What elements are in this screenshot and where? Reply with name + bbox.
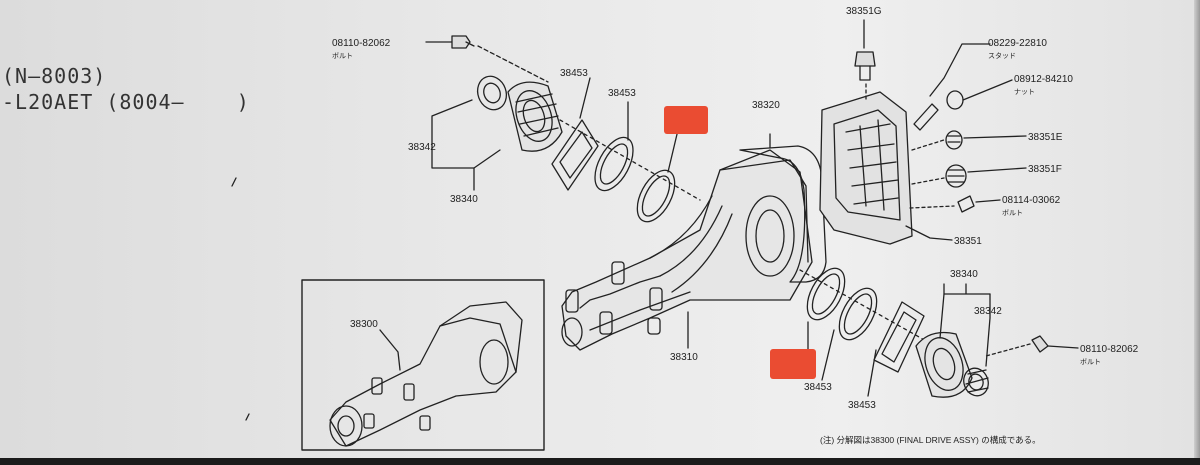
label-08912-84210: 08912-84210 (1014, 74, 1073, 85)
shim-right-1-inner (843, 293, 873, 335)
label-08229-22810: 08229-22810 (988, 38, 1047, 49)
label-08114-sub: ボルト (1002, 209, 1023, 217)
redaction-mark-lower (770, 349, 816, 379)
oil-seal-right-icon (963, 367, 989, 397)
footnote: (注) 分解図は38300 (FINAL DRIVE ASSY) の構成である。 (820, 435, 1041, 445)
shim-left-2-inner (599, 143, 629, 185)
o-ring-left-icon (636, 169, 676, 223)
label-08229-sub: スタッド (988, 51, 1016, 60)
leader (431, 99, 475, 169)
label-38453-d: 38453 (848, 400, 876, 411)
shim-right-1-icon (838, 287, 878, 341)
monitor-bezel (0, 458, 1200, 465)
oil-seal-left-icon (476, 75, 508, 111)
stray-mark (245, 413, 250, 421)
label-38342-right: 38342 (974, 306, 1002, 317)
label-38320: 38320 (752, 100, 780, 111)
shim-right-2-icon (873, 301, 925, 373)
shim-left-1-icon (551, 119, 599, 191)
side-bolt-icon (985, 335, 1079, 357)
o-ring-left-inner (641, 175, 671, 217)
rear-cover-icon (819, 91, 913, 245)
label-08114-03062: 08114-03062 (1002, 195, 1061, 206)
label-38453-c: 38453 (804, 382, 832, 393)
label-08912-sub: ナット (1014, 88, 1035, 96)
side-retainer-left-icon (507, 81, 563, 152)
applicability-line-2: -L20AET (8004— ) (2, 90, 250, 114)
leader (473, 149, 501, 191)
leader (667, 129, 679, 173)
label-38342-left: 38342 (408, 142, 436, 153)
label-08110-82062-top: 08110-82062 (332, 38, 391, 49)
stray-mark (231, 177, 237, 187)
label-38351G: 38351G (846, 6, 882, 17)
cover-gasket-icon (739, 145, 827, 283)
o-ring-right-icon (806, 267, 846, 321)
label-08110-right-sub: ボルト (1080, 358, 1101, 366)
label-38340-left: 38340 (450, 194, 478, 205)
leader (939, 293, 991, 367)
redaction-mark-upper (664, 106, 708, 134)
leader (579, 77, 591, 119)
leader (943, 283, 991, 295)
label-08110-82062-right: 08110-82062 (1080, 344, 1139, 355)
nut-icon (946, 79, 1013, 110)
label-38340-right: 38340 (950, 269, 978, 280)
label-38351: 38351 (954, 236, 982, 247)
inset-box (301, 279, 545, 451)
plug-icon (911, 164, 1027, 188)
shim-right-2-inner (881, 311, 917, 363)
label-38453-a: 38453 (560, 68, 588, 79)
cover-bolt-icon (909, 195, 1001, 213)
shim-left-1-inner (559, 131, 593, 179)
side-retainer-right-icon (915, 331, 973, 398)
applicability-line-1: (N—8003) (2, 64, 107, 88)
stud-icon (913, 43, 991, 131)
label-08110-top-sub: ボルト (332, 52, 353, 60)
bolt-icon (425, 35, 549, 83)
leader (905, 225, 953, 241)
label-38351E: 38351E (1028, 132, 1063, 143)
monitor-edge (1194, 0, 1200, 465)
leader (821, 329, 835, 381)
label-38453-b: 38453 (608, 88, 636, 99)
o-ring-right-inner (811, 273, 841, 315)
label-38351F: 38351F (1028, 164, 1062, 175)
label-38300: 38300 (350, 319, 378, 330)
gear-carrier-icon (561, 149, 813, 351)
shaft-line-right (799, 269, 961, 361)
final-drive-assy-icon (329, 301, 523, 447)
filler-plug-icon (854, 19, 876, 101)
label-38310: 38310 (670, 352, 698, 363)
drain-plug-icon (911, 130, 1027, 151)
leader (867, 349, 877, 397)
shaft-line-left (559, 119, 701, 201)
